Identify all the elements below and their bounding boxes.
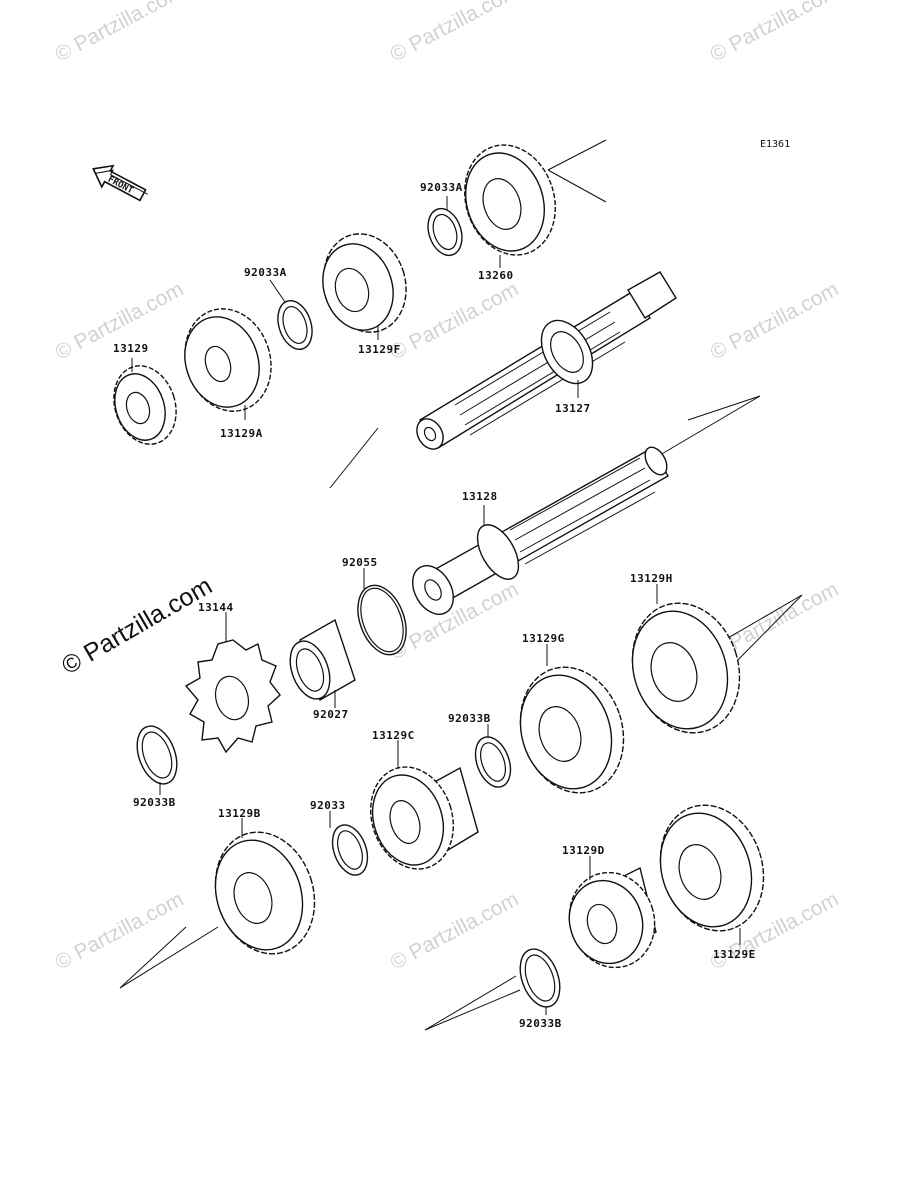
shaft-13128[interactable] — [404, 444, 671, 622]
watermark-text: © Partzilla.com — [52, 0, 188, 66]
gear-13129H[interactable] — [616, 589, 803, 747]
axis-line — [424, 975, 517, 1031]
sprocket-13144[interactable] — [184, 639, 281, 754]
axis-line — [329, 427, 379, 489]
circlip-92033B-3[interactable] — [424, 944, 567, 1031]
watermark-text: © Partzilla.com — [52, 888, 188, 975]
gear-13129E[interactable] — [645, 792, 780, 945]
part-label-92033A[interactable]: 92033A — [244, 266, 287, 279]
gear-13129C[interactable] — [358, 756, 479, 880]
part-label-92033B[interactable]: 92033B — [519, 1017, 562, 1030]
gear-13129F[interactable] — [312, 223, 419, 343]
axis-line — [547, 169, 607, 203]
part-label-92033A[interactable]: 92033A — [420, 181, 463, 194]
watermark-side-text: © Partzilla.com — [57, 572, 217, 680]
part-label-92033B[interactable]: 92033B — [448, 712, 491, 725]
diagram-code: E1361 — [760, 139, 790, 150]
circlip-92033[interactable] — [326, 820, 374, 880]
part-label-13128[interactable]: 13128 — [462, 490, 498, 503]
part-label-13129E[interactable]: 13129E — [713, 948, 756, 961]
part-label-13260[interactable]: 13260 — [478, 269, 514, 282]
axis-line — [119, 926, 187, 989]
part-label-13129F[interactable]: 13129F — [358, 343, 401, 356]
part-label-13129B[interactable]: 13129B — [218, 807, 261, 820]
part-label-13129A[interactable]: 13129A — [220, 427, 263, 440]
part-label-13129[interactable]: 13129 — [113, 342, 149, 355]
part-labels: 13260 92033A 13129F 92033A 13129A 13129 … — [113, 181, 756, 1030]
watermark-text: © Partzilla.com — [387, 888, 523, 975]
gear-13129B[interactable] — [119, 819, 330, 989]
front-arrow-icon: FRONT — [92, 164, 148, 202]
circlip-92033B-2[interactable] — [469, 732, 517, 792]
watermark-text: © Partzilla.com — [387, 0, 523, 66]
part-label-13129C[interactable]: 13129C — [372, 729, 415, 742]
axis-line — [119, 926, 219, 989]
gear-13260[interactable] — [451, 133, 569, 267]
circlip-92033B-1[interactable] — [130, 721, 184, 790]
part-label-13129D[interactable]: 13129D — [562, 844, 605, 857]
axis-line — [659, 395, 761, 456]
part-label-92055[interactable]: 92055 — [342, 556, 378, 569]
axis-line — [727, 594, 803, 671]
watermark-text: © Partzilla.com — [707, 0, 843, 66]
axis-line — [727, 594, 803, 639]
watermark-text: © Partzilla.com — [387, 278, 523, 365]
circlip-92033A-1[interactable] — [422, 204, 467, 260]
part-label-92027[interactable]: 92027 — [313, 708, 349, 721]
part-label-13129G[interactable]: 13129G — [522, 632, 565, 645]
collar-92027[interactable] — [283, 618, 356, 704]
axis-line — [547, 139, 607, 171]
oring-92055[interactable] — [349, 579, 415, 662]
watermark-text: © Partzilla.com — [707, 278, 843, 365]
gear-13129G[interactable] — [505, 654, 640, 807]
part-label-13129H[interactable]: 13129H — [630, 572, 673, 585]
part-label-13127[interactable]: 13127 — [555, 402, 591, 415]
gear-13129[interactable] — [104, 358, 186, 453]
axis-line — [687, 395, 761, 421]
part-label-92033[interactable]: 92033 — [310, 799, 346, 812]
part-label-92033B[interactable]: 92033B — [133, 796, 176, 809]
shaft-13127[interactable] — [412, 271, 677, 454]
axis-line — [424, 989, 521, 1031]
leader-line — [269, 279, 286, 303]
gear-13129A[interactable] — [172, 298, 284, 423]
circlip-92033A-2[interactable] — [272, 296, 318, 353]
gear-13129D[interactable] — [557, 861, 667, 978]
part-label-13144[interactable]: 13144 — [198, 601, 234, 614]
